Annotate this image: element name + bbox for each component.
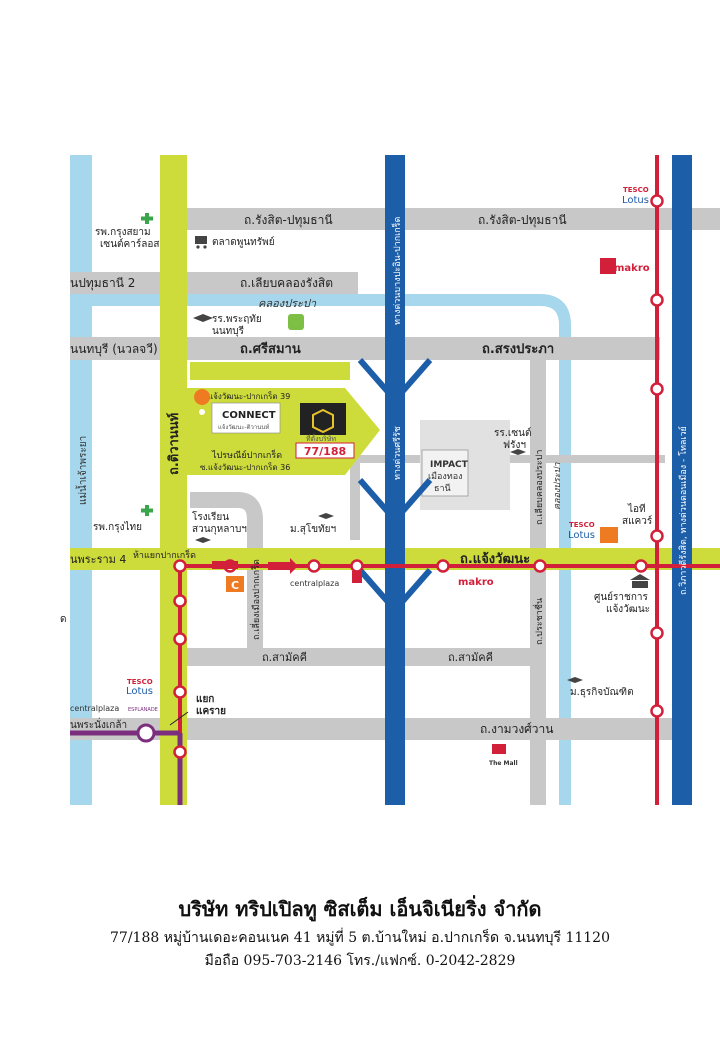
label-ngamwongwan: ถ.งามวงศ์วาน	[480, 722, 553, 736]
tesco-mid-2: Lotus	[568, 530, 595, 541]
dhurakij: ม.ธุรกิจบัณฑิต	[570, 687, 634, 698]
target-unit-label: 77/188	[304, 445, 346, 458]
label-liap-khlong-prapa: ถ.เลียบคลองประปา	[534, 450, 545, 525]
market: ตลาดพูนทรัพย์	[212, 236, 275, 248]
central-plaza-2: centralplaza	[70, 704, 119, 713]
hospital-top-line1: รพ.กรุงสยาม	[95, 227, 151, 238]
road-prachachuen	[530, 350, 546, 805]
hospital-top-line2: เซนต์คาร์ลอส	[100, 238, 159, 250]
hospital-krungthai: รพ.กรุงไทย	[93, 521, 142, 533]
road-ngamwongwan	[70, 718, 675, 740]
tesco-top-2: Lotus	[622, 195, 649, 206]
interchange-station	[136, 723, 156, 743]
label-soi-39: ซ.แจ้งวัฒนะ-ปากเกร็ด 39	[200, 391, 290, 401]
school-suanrot-2: สวนกุหลาบฯ	[192, 524, 247, 535]
road-srisaman	[70, 337, 660, 360]
label-songprapa: ถ.สรงประภา	[482, 342, 554, 357]
it-square-2: สแควร์	[622, 515, 653, 527]
location-pin-icon	[194, 389, 211, 425]
school-prachathipat-1: รร.พระฤทัย	[212, 314, 262, 325]
connect-brand: CONNECT	[222, 410, 276, 421]
cart-icon	[195, 236, 207, 249]
government-center-1: ศูนย์ราชการ	[594, 591, 648, 603]
government-building-icon	[630, 574, 650, 588]
label-rangsit-left: ถ.รังสิต-ปทุมธานี	[244, 213, 333, 228]
school-st-francis-1: รร.เซนต์	[494, 427, 531, 439]
school-cap-icon	[193, 314, 526, 543]
the-mall: The Mall	[489, 760, 518, 767]
label-samakkhi-left: ถ.สามัคคี	[262, 651, 307, 664]
school-st-francis-2: ฟรังฯ	[503, 440, 526, 451]
tesco-left-2: Lotus	[126, 686, 153, 697]
tesco-top-1: TESCO	[623, 186, 649, 194]
left-edge-letter: ด	[60, 614, 67, 625]
label-srisaman: ถ.ศรีสมาน	[240, 341, 301, 357]
road-samakkhi	[185, 648, 535, 666]
label-vibhavadi: ถ.วิภาวดีรังสิต, ทางด่วนดอนเมือง - โทลเว…	[677, 426, 689, 595]
label-liap-khlong: ถ.เลียบคลองรังสิต	[240, 276, 333, 290]
road-tiwanon	[160, 155, 187, 805]
khlong-prapa-canal	[92, 294, 571, 805]
target-small-label: ที่ตั้งบริษัท	[306, 432, 336, 443]
esplanade: ESPLANADE	[128, 707, 158, 713]
expressway-vibhavadi	[672, 155, 692, 805]
makro-mid: makro	[458, 577, 494, 588]
school-suanrot-1: โรงเรียน	[192, 510, 229, 523]
label-intersection-pakkret: ห้าแยกปากเกร็ด	[133, 548, 196, 561]
connect-logo	[211, 402, 281, 434]
location-map: C ถ.รังสิต-ปทุมธานี ถ.รังสิต-ปทุมธานี ถ.…	[60, 155, 720, 805]
tesco-left-1: TESCO	[127, 678, 153, 686]
sukhothai-uni: ม.สุโขทัยฯ	[290, 522, 336, 535]
impact-line1: IMPACT	[430, 460, 469, 470]
road-liap-muang-pakkret	[190, 492, 263, 650]
label-pathum-thani-2: นปทุมธานี 2	[70, 276, 135, 291]
central-plaza-1: centralplaza	[290, 579, 339, 588]
label-khae-rai-1: แยก	[196, 694, 214, 705]
expressway-bang-pa-in	[385, 155, 405, 805]
road-liap-khlong	[70, 272, 358, 294]
bigc-logo: C	[231, 579, 239, 592]
label-rangsit-right: ถ.รังสิต-ปทุมธานี	[478, 213, 567, 228]
it-square-1: ไอที	[627, 503, 646, 515]
label-nonthaburi-nuan: นนทบุรี (นวลจวี)	[70, 342, 158, 357]
rail-stations	[173, 194, 664, 759]
company-phone: มือถือ 095-703-2146 โทร./แฟกซ์. 0-2042-2…	[204, 953, 516, 969]
label-samakkhi-right: ถ.สามัคคี	[448, 651, 493, 664]
label-khae-rai-2: แคราย	[196, 706, 226, 717]
impact-line3: ธานี	[434, 483, 451, 494]
company-logo-icon	[300, 403, 346, 435]
makro-top: makro	[614, 263, 650, 274]
road-rangsit	[185, 208, 720, 230]
school-prachathipat-2: นนทบุรี	[212, 325, 245, 337]
label-khlong-prapa-v: คลองประปา	[553, 462, 563, 510]
hospital-cross-icon	[141, 213, 153, 516]
label-expressway-si-rat: ทางด่วนศรีรัช	[392, 426, 403, 480]
label-tiwanon: ถ.ติวานนท์	[166, 413, 182, 475]
river	[70, 155, 92, 805]
label-khlong-prapa: คลองประปา	[258, 297, 317, 310]
post-office: ไปรษณีย์ปากเกร็ด	[211, 448, 282, 461]
label-phra-nang-klao: นพระนั่งเกล้า	[70, 717, 127, 731]
label-river: แม่น้ำเจ้าพระยา	[75, 436, 89, 505]
tesco-mid-1: TESCO	[569, 521, 595, 529]
company-name: บริษัท ทริปเปิลทู ซิสเต็ม เอ็นจิเนียริ่ง…	[178, 897, 542, 921]
label-prachachuen: ถ.ประชาชื่น	[532, 598, 545, 645]
connect-sub: แจ้งวัฒนะ-ติวานนท์	[218, 423, 269, 431]
label-liap-muang-pakkret: ถ.เลี่ยงเมืองปากเกร็ด	[249, 559, 262, 640]
label-expressway: ทางด่วนบางปะอิน-ปากเกร็ด	[390, 216, 403, 325]
government-center-2: แจ้งวัฒนะ	[606, 603, 650, 615]
label-soi-36: ซ.แจ้งวัฒนะ-ปากเกร็ด 36	[200, 462, 290, 472]
label-chaeng-watthana: ถ.แจ้งวัฒนะ	[460, 551, 530, 567]
company-address: 77/188 หมู่บ้านเดอะคอนเนค 41 หมู่ที่ 5 ต…	[110, 930, 610, 946]
impact-line2: เมืองทอง	[428, 471, 463, 482]
label-phra-ram-4: นพระราม 4	[70, 553, 126, 566]
